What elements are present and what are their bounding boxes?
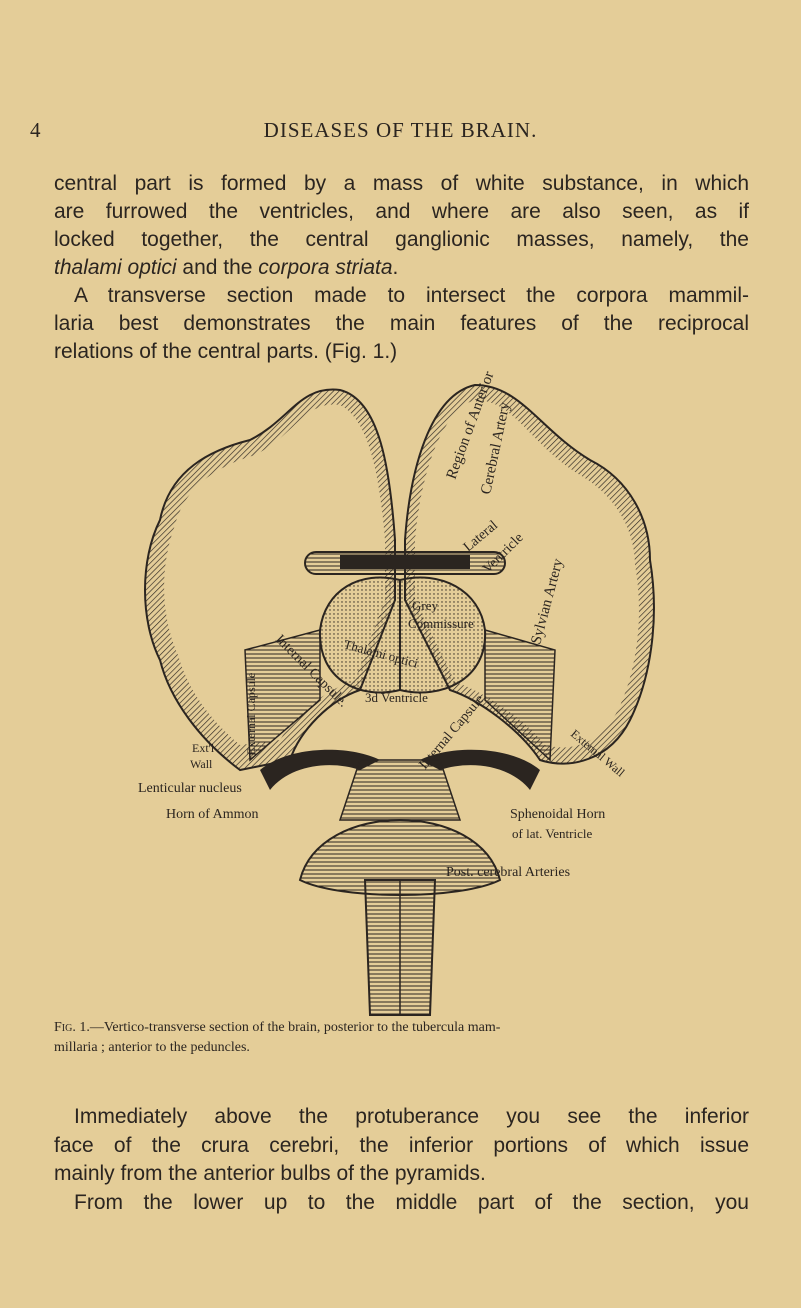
label-post-cerebral-arteries: Post. cerebral Arteries xyxy=(446,865,570,880)
text-line: thalami optici and the corpora striata. xyxy=(54,254,749,282)
page-number: 4 xyxy=(30,118,42,142)
text-line: Immediately above the protuberance you s… xyxy=(74,1105,749,1128)
label-commissure: Commissure xyxy=(408,616,474,631)
text-line: mainly from the anterior bulbs of the py… xyxy=(54,1162,486,1185)
internal-capsule-left xyxy=(244,629,321,762)
label-horn-of-ammon: Horn of Ammon xyxy=(166,807,259,822)
figure-caption: Fig. 1.—Vertico-transverse section of th… xyxy=(54,1020,749,1036)
brain-section-figure: Region of Anterior Cerebral Artery Later… xyxy=(138,370,655,1016)
text-line: central part is formed by a mass of whit… xyxy=(54,172,749,195)
caption-text: —Vertico-transverse section of the brain… xyxy=(89,1020,501,1035)
text-line: are furrowed the ventricles, and where a… xyxy=(54,200,749,223)
label-ext-wall-2: Wall xyxy=(190,757,213,771)
figure-caption-line2: millaria ; anterior to the peduncles. xyxy=(54,1040,250,1055)
caption-label: Fig. 1. xyxy=(54,1020,90,1035)
text-line: face of the crura cerebri, the inferior … xyxy=(54,1134,749,1157)
label-external-capsule: External Capsule xyxy=(244,673,258,755)
italic-term: corpora striata xyxy=(258,256,393,279)
label-lenticular-nucleus: Lenticular nucleus xyxy=(138,781,242,796)
italic-term: thalami optici xyxy=(54,256,177,279)
running-title: DISEASES OF THE BRAIN. xyxy=(263,118,538,142)
label-sphenoidal-horn: Sphenoidal Horn xyxy=(510,807,605,822)
text-line: laria best demonstrates the main feature… xyxy=(54,312,749,335)
text-line: relations of the central parts. (Fig. 1.… xyxy=(54,340,398,363)
crura xyxy=(338,759,462,821)
text: . xyxy=(392,256,399,279)
label-sphenoidal-horn-2: of lat. Ventricle xyxy=(512,826,592,841)
text-line: From the lower up to the middle part of … xyxy=(74,1191,749,1214)
internal-capsule-right xyxy=(484,629,556,762)
label-ext-wall-1: Ext'l xyxy=(192,741,215,755)
label-third-ventricle: 3d Ventricle xyxy=(365,690,428,705)
text-line: A transverse section made to intersect t… xyxy=(74,284,749,307)
text-line: locked together, the central ganglionic … xyxy=(54,228,749,251)
text: and the xyxy=(176,256,259,279)
label-grey: Grey xyxy=(412,598,438,613)
